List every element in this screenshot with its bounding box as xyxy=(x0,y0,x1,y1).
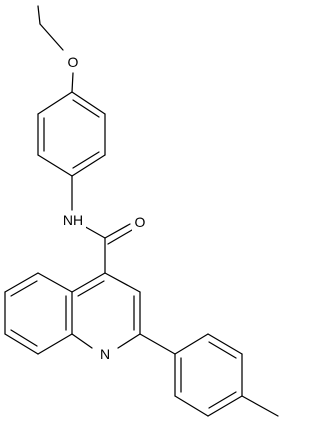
ethyl-group xyxy=(37,5,64,51)
svg-text:N: N xyxy=(100,346,110,362)
svg-text:O: O xyxy=(135,214,146,230)
methyl-group xyxy=(241,395,279,417)
tolyl-ring xyxy=(139,333,243,417)
quinoline-pyridine-ring xyxy=(71,272,141,349)
ether-oxygen-label: O xyxy=(66,53,80,71)
svg-text:NH: NH xyxy=(63,212,83,228)
carbonyl-oxygen-label: O xyxy=(132,213,148,231)
quinoline-benzo-ring xyxy=(4,272,73,355)
ether-linkage xyxy=(71,72,74,93)
chemical-structure-diagram: O NH O N xyxy=(4,5,279,417)
ring-nitrogen-label: N xyxy=(97,345,113,363)
ethoxyphenyl-ring xyxy=(37,91,106,177)
amide-nitrogen-label: NH xyxy=(60,211,86,229)
svg-text:O: O xyxy=(68,54,79,70)
